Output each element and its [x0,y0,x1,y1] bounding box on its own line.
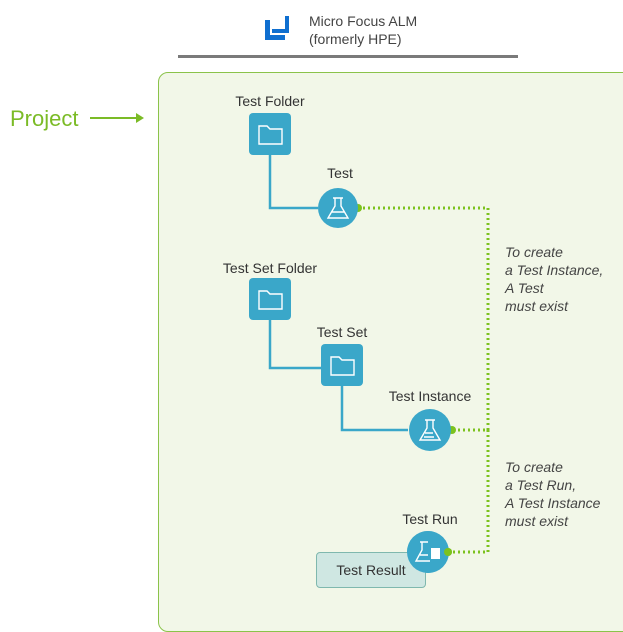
dependency-test-to-instance [358,206,490,432]
test-label: Test [327,165,353,181]
folder-icon [330,356,355,376]
flask-icon [418,419,442,441]
entity-diagram: Test Folder Test Test Set Folder Test Se… [223,93,603,573]
note1-line: To create [505,244,563,260]
note1-line: A Test [504,280,545,296]
connector-set-to-instance [340,385,408,432]
header-divider [178,55,518,58]
test-set-folder-node [249,278,291,320]
header-title: Micro Focus ALM (formerly HPE) [309,12,417,48]
connector-setfolder-to-set [268,320,322,370]
test-instance-node [409,409,451,451]
test-set-node [321,344,363,386]
test-folder-label: Test Folder [235,93,305,109]
test-node [318,188,358,228]
test-instance-label: Test Instance [389,388,472,404]
project-arrow-icon [90,113,144,123]
note2-line: A Test Instance [504,495,601,511]
test-run-label: Test Run [402,511,457,527]
header-title-line2: (formerly HPE) [309,31,402,47]
flask-icon [326,197,350,219]
connector-folder-to-test [268,155,318,210]
note2-line: To create [505,459,563,475]
test-result-box: Test Result [316,552,426,588]
test-folder-node [249,113,291,155]
folder-icon [258,125,283,145]
dependency-instance-to-run [448,430,490,554]
folder-icon [258,290,283,310]
dependency-note-2: To create a Test Run, A Test Instance mu… [504,459,601,529]
note2-line: a Test Run, [505,477,576,493]
project-label: Project [10,106,79,131]
test-set-folder-label: Test Set Folder [223,260,317,276]
run-doc-icon [431,548,440,559]
note1-line: must exist [505,298,569,314]
header-title-line1: Micro Focus ALM [309,13,418,29]
dependency-note-1: To create a Test Instance, A Test must e… [504,244,603,314]
project-panel [158,72,623,632]
note2-line: must exist [505,513,569,529]
note1-line: a Test Instance, [505,262,603,278]
test-set-label: Test Set [317,324,368,340]
micro-focus-logo-icon [265,14,291,40]
